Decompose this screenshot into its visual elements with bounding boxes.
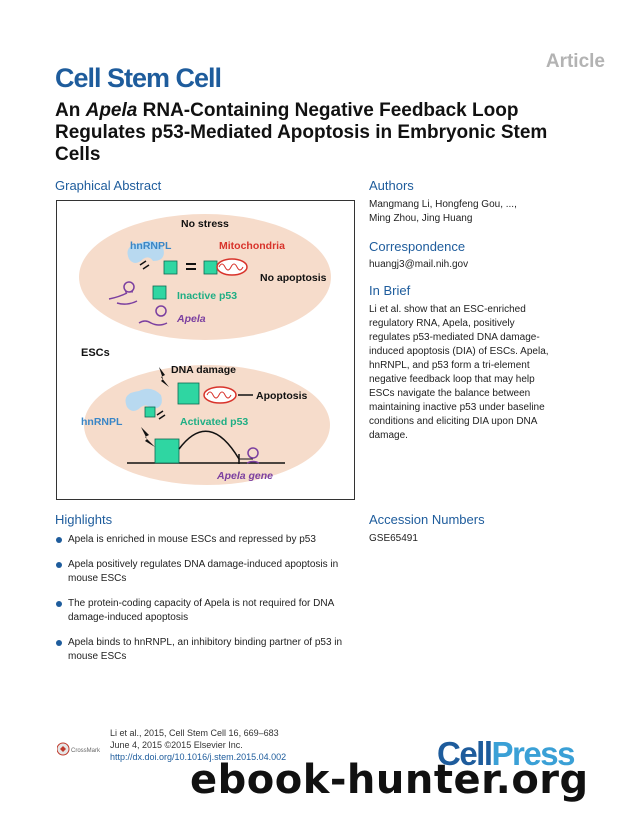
graphical-abstract-figure: No stress hnRNPL Mitochondria No apoptos… [56, 200, 355, 500]
p53-square-bottom-small [144, 406, 156, 418]
label-dna-damage: DNA damage [171, 364, 236, 376]
in-brief-line: regulates p53-mediated DNA damage- [369, 332, 540, 343]
cellpress-logo-part1: Cell [437, 735, 493, 772]
authors-line-1: Mangmang Li, Hongfeng Gou, ..., [369, 199, 517, 210]
in-brief-heading: In Brief [369, 283, 411, 298]
label-no-apoptosis: No apoptosis [260, 272, 327, 284]
apela-rna-bottom [247, 447, 259, 459]
citation-line-1: Li et al., 2015, Cell Stem Cell 16, 669–… [110, 728, 279, 738]
in-brief-line: induced apoptosis (DIA) of ESCs. Apela, [369, 346, 549, 357]
apela-rna-top-2 [155, 305, 167, 317]
accession-heading: Accession Numbers [369, 512, 485, 527]
in-brief-line: damage. [369, 430, 408, 441]
in-brief-text: Li et al. show that an ESC-enriched regu… [369, 303, 599, 443]
cellpress-logo: CellPress [437, 735, 576, 773]
authors-heading: Authors [369, 178, 414, 193]
label-activated-p53: Activated p53 [180, 416, 248, 428]
p53-square-top-1 [163, 260, 178, 275]
watermark-text: ebook-hunter.org [190, 757, 589, 803]
mitochondria-bottom [203, 386, 237, 404]
label-hnrnpl-top: hnRNPL [130, 240, 172, 252]
label-escs: ESCs [81, 347, 110, 359]
in-brief-line: hnRNPL, and p53 form a tri-element [369, 360, 530, 371]
label-inactive-p53: Inactive p53 [177, 290, 237, 302]
hnrnpl-cloud-bottom [125, 388, 162, 411]
p53-gene-bound-square [154, 438, 180, 464]
graphical-abstract-svg: No stress hnRNPL Mitochondria No apoptos… [79, 214, 331, 485]
in-brief-line: ESCs navigate the balance between [369, 388, 531, 399]
correspondence-email[interactable]: huangj3@mail.nih.gov [369, 259, 469, 270]
accession-id[interactable]: GSE65491 [369, 533, 418, 544]
highlight-item: The protein-coding capacity of Apela is … [55, 597, 360, 625]
highlight-item: Apela binds to hnRNPL, an inhibitory bin… [55, 636, 360, 664]
label-no-stress: No stress [181, 218, 229, 230]
in-brief-line: regulatory RNA, Apela, positively [369, 318, 515, 329]
authors-line-2: Ming Zhou, Jing Huang [369, 213, 473, 224]
highlights-list: Apela is enriched in mouse ESCs and repr… [55, 533, 360, 675]
doi-link[interactable]: http://dx.doi.org/10.1016/j.stem.2015.04… [110, 752, 287, 762]
lightning-icon-2 [141, 427, 155, 447]
title-rest: RNA-Containing Negative Feedback Loop Re… [55, 100, 548, 165]
title-prefix: An [55, 100, 86, 121]
article-type-label: Article [545, 51, 605, 72]
citation-block: Li et al., 2015, Cell Stem Cell 16, 669–… [110, 727, 286, 763]
lightning-icon-1 [159, 367, 169, 387]
title-italic: Apela [85, 100, 138, 121]
citation-line-2: June 4, 2015 ©2015 Elsevier Inc. [110, 740, 243, 750]
label-apoptosis: Apoptosis [256, 390, 307, 402]
authors-list: Mangmang Li, Hongfeng Gou, ..., Ming Zho… [369, 198, 517, 226]
in-brief-line: conditions and eliciting DIA upon DNA [369, 416, 538, 427]
p53-square-top-3 [152, 285, 167, 300]
highlight-item: Apela is enriched in mouse ESCs and repr… [55, 533, 360, 547]
label-hnrnpl-bottom: hnRNPL [81, 416, 123, 428]
label-apela-gene: Apela gene [216, 470, 273, 482]
p53-square-top-2 [203, 260, 218, 275]
highlights-heading: Highlights [55, 512, 113, 527]
in-brief-line: maintaining inactive p53 under baseline [369, 402, 545, 413]
highlight-item: Apela positively regulates DNA damage-in… [55, 558, 360, 586]
article-title: An Apela RNA-Containing Negative Feedbac… [55, 100, 595, 166]
graphical-abstract-heading: Graphical Abstract [55, 178, 162, 193]
mitochondria-top [216, 258, 248, 276]
label-apela-top: Apela [176, 313, 206, 325]
crossmark-logo[interactable]: CrossMark [56, 742, 107, 761]
label-mitochondria: Mitochondria [219, 240, 285, 252]
correspondence-heading: Correspondence [369, 239, 466, 254]
in-brief-line: Li et al. show that an ESC-enriched [369, 304, 526, 315]
journal-name: Cell Stem Cell [55, 63, 222, 93]
in-brief-line: negative feedback loop that may help [369, 374, 535, 385]
activated-p53-square [177, 382, 200, 405]
crossmark-icon: CrossMark [56, 742, 101, 756]
cellpress-logo-part2: Press [491, 735, 576, 772]
hnrnpl-cloud-top [127, 240, 164, 263]
crossmark-text: CrossMark [71, 748, 101, 754]
